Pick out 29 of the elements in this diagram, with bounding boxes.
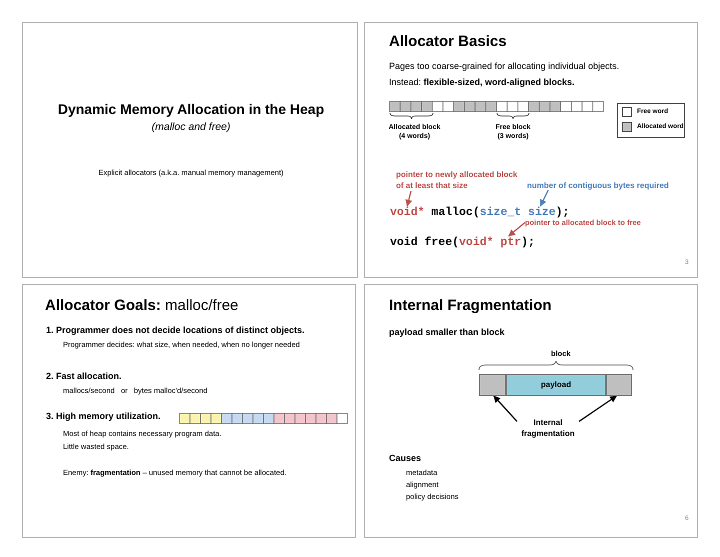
padding-block xyxy=(606,374,632,396)
annotation-text: number of contiguous bytes required xyxy=(527,181,669,190)
padding-block xyxy=(479,374,506,396)
goal-heading: 3. High memory utilization. xyxy=(46,411,161,421)
slide-title: Dynamic Memory Allocation in the Heap xyxy=(56,101,326,117)
slide-title: Allocator Basics xyxy=(389,33,507,50)
subtitle: (malloc and free) xyxy=(150,121,232,133)
body-text: Pages too coarse-grained for allocating individual objects. xyxy=(389,61,620,71)
arrow xyxy=(508,222,526,236)
slide-panel xyxy=(364,22,698,278)
code-line: void free(void* ptr); xyxy=(390,236,535,249)
payload-block: payload xyxy=(506,374,606,396)
goal-heading: 1. Programmer does not decide locations of distinct objects. xyxy=(46,325,305,335)
slide-panel xyxy=(22,22,358,278)
slide-title: Allocator Goals: malloc/free xyxy=(45,297,238,314)
arrow xyxy=(578,395,617,422)
arrow xyxy=(540,190,549,207)
body-text: payload smaller than block xyxy=(389,327,505,337)
slide-title: Internal Fragmentation xyxy=(389,297,552,314)
arrow xyxy=(493,395,518,422)
slide-panel xyxy=(364,284,698,538)
annotation-text: pointer to newly allocated block of at least that size xyxy=(396,169,521,191)
callout-text: Internal fragmentation xyxy=(517,417,579,439)
body-text: Instead: flexible-sized, word-aligned blocks. xyxy=(389,77,575,87)
slide-panel xyxy=(22,284,356,538)
code-line: void* malloc(size_t size); xyxy=(390,206,570,219)
arrow xyxy=(405,190,412,207)
goal-heading: 2. Fast allocation. xyxy=(46,371,122,381)
section-heading: Causes xyxy=(389,453,422,463)
